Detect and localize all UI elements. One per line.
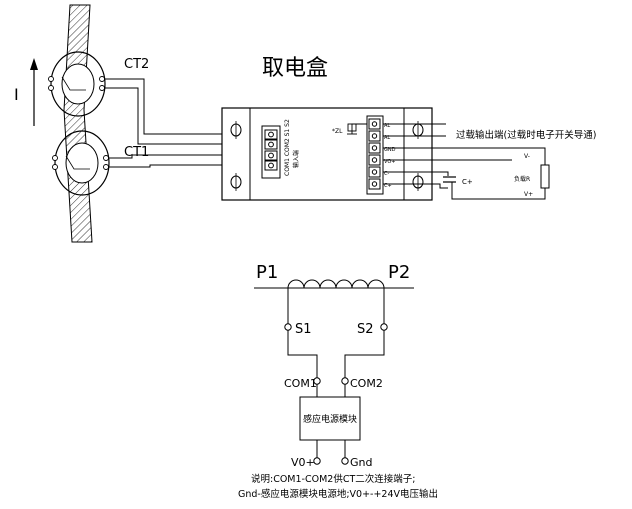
input-block-label: 输入端 (292, 150, 300, 168)
s1-label: S1 (295, 322, 312, 337)
note-line-2: Gnd-感应电源模块电源地;V0+-+24V电压输出 (238, 488, 438, 500)
ct2-label: CT2 (124, 57, 149, 72)
power-module (299, 396, 361, 441)
cable-conductor (63, 4, 93, 243)
terminal-name: C+ (384, 183, 392, 189)
schematic-terminals (284, 323, 388, 465)
internal-switch (347, 123, 367, 135)
terminal-name: C- (384, 171, 389, 177)
gnd-label: Gnd (350, 456, 372, 469)
load-vminus: V- (524, 153, 530, 160)
output-wires (383, 123, 546, 200)
vo-plus-label: V0+ (291, 456, 315, 469)
note-line-1: 说明:COM1-COM2供CT二次连接端子; (251, 473, 415, 485)
switch-mark: *ZL (332, 128, 343, 135)
input-terminal-block (261, 125, 281, 179)
com1-label: COM1 (284, 377, 317, 390)
power-box (221, 107, 433, 201)
p2-label: P2 (388, 262, 410, 283)
terminal-name: AL (384, 135, 390, 141)
s2-label: S2 (357, 322, 374, 337)
terminal-name: AL (384, 123, 390, 129)
output-terminal-names: AL AL GND VO+ C- C+ (384, 123, 396, 189)
power-module-label: 感应电源模块 (303, 413, 357, 425)
input-terminal-names: COM1 COM2 S1 S2 (284, 119, 291, 176)
overload-output-label: 过载输出端(过载时电子开关导通) (456, 129, 596, 141)
capacitor (443, 176, 456, 183)
current-arrow (30, 58, 38, 126)
load-vplus: V+ (524, 191, 533, 198)
output-terminal-block (366, 115, 384, 195)
terminal-name: VO+ (384, 159, 395, 165)
capacitor-label: C+ (462, 178, 473, 186)
ct2-toroid (50, 51, 106, 117)
terminal-name: GND (384, 147, 396, 153)
ct-coil (287, 279, 385, 289)
ct-wires (104, 78, 262, 168)
load-label: 负载R (514, 175, 530, 183)
ct1-toroid (54, 130, 110, 196)
box-title: 取电盒 (262, 56, 328, 81)
p1-label: P1 (256, 262, 278, 283)
secondary-wires (287, 288, 385, 458)
com2-label: COM2 (350, 377, 383, 390)
load-resistor (540, 164, 550, 189)
ct1-label: CT1 (124, 145, 149, 160)
current-label: I (14, 85, 19, 104)
